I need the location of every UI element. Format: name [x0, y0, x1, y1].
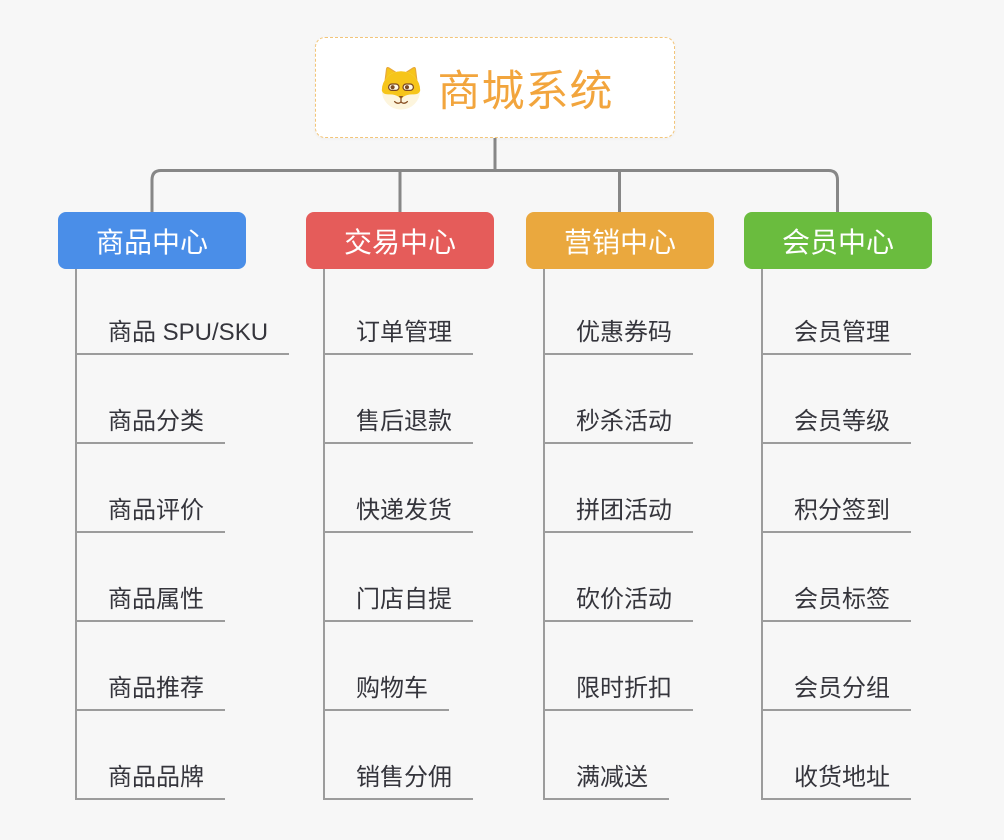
leaf-node[interactable]: 商品评价 [75, 491, 225, 533]
leaf-node[interactable]: 会员管理 [761, 313, 911, 355]
branch-header-trade-center[interactable]: 交易中心 [306, 212, 494, 269]
leaf-node[interactable]: 商品属性 [75, 580, 225, 622]
branch-member-center: 会员中心 会员管理 会员等级 积分签到 会员标签 会员分组 收货地址 [744, 212, 1004, 812]
leaf-node[interactable]: 商品分类 [75, 402, 225, 444]
leaf-node[interactable]: 售后退款 [323, 402, 473, 444]
branch-connector-line [323, 269, 325, 800]
leaf-node[interactable]: 满减送 [543, 758, 669, 800]
leaf-node[interactable]: 会员等级 [761, 402, 911, 444]
leaf-node[interactable]: 会员标签 [761, 580, 911, 622]
branch-bus-line [150, 169, 839, 214]
leaf-node[interactable]: 商品品牌 [75, 758, 225, 800]
leaf-node[interactable]: 砍价活动 [543, 580, 693, 622]
leaf-node[interactable]: 限时折扣 [543, 669, 693, 711]
branch-trade-center: 交易中心 订单管理 售后退款 快递发货 门店自提 购物车 销售分佣 [306, 212, 566, 812]
root-node-title: 商城系统 [437, 67, 614, 116]
leaf-node[interactable]: 订单管理 [323, 313, 473, 355]
branch-connector-line [543, 269, 545, 800]
branch-header-member-center[interactable]: 会员中心 [744, 212, 932, 269]
leaf-node[interactable]: 快递发货 [323, 491, 473, 533]
branch-connector-line [761, 269, 763, 800]
branch-marketing-center: 营销中心 优惠券码 秒杀活动 拼团活动 砍价活动 限时折扣 满减送 [526, 212, 786, 812]
leaf-node[interactable]: 门店自提 [323, 580, 473, 622]
branch-header-product-center[interactable]: 商品中心 [58, 212, 246, 269]
leaf-node[interactable]: 积分签到 [761, 491, 911, 533]
leaf-node[interactable]: 销售分佣 [323, 758, 473, 800]
leaf-node[interactable]: 拼团活动 [543, 491, 693, 533]
leaf-node[interactable]: 秒杀活动 [543, 402, 693, 444]
leaf-node[interactable]: 购物车 [323, 669, 449, 711]
branch-header-marketing-center[interactable]: 营销中心 [526, 212, 714, 269]
branch-product-center: 商品中心 商品 SPU/SKU 商品分类 商品评价 商品属性 商品推荐 商品品牌 [58, 212, 318, 812]
leaf-node[interactable]: 商品 SPU/SKU [75, 313, 290, 355]
branch-connector-line [75, 269, 77, 800]
leaf-node[interactable]: 会员分组 [761, 669, 911, 711]
leaf-node[interactable]: 收货地址 [761, 758, 911, 800]
root-node[interactable]: 商城系统 [315, 37, 675, 138]
leaf-node[interactable]: 商品推荐 [75, 669, 225, 711]
shiba-dog-icon [381, 66, 420, 110]
leaf-node[interactable]: 优惠券码 [543, 313, 693, 355]
